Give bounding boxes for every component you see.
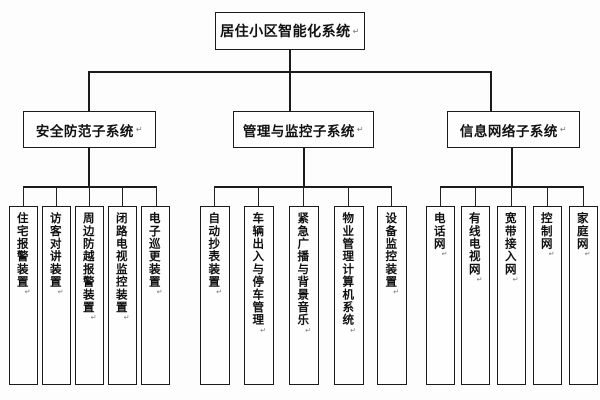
leaf-node-cctv[interactable]: 闭路电视监控装置↵	[108, 206, 137, 385]
leaf-node-home-network[interactable]: 家庭网↵	[569, 206, 598, 385]
connector-branch2-drop-5	[391, 186, 393, 206]
leaf-node-auto-meter-reading-label: 自动抄表装置	[207, 212, 222, 289]
return-mark-icon: ↵	[559, 125, 568, 134]
return-mark-icon: ↵	[352, 26, 360, 36]
branch-node-management-label: 管理与监控子系统	[242, 123, 355, 140]
return-mark-icon: ↵	[475, 275, 484, 285]
leaf-node-auto-meter-reading[interactable]: 自动抄表装置↵	[200, 206, 230, 385]
return-mark-icon: ↵	[583, 250, 592, 260]
return-mark-icon: ↵	[23, 288, 32, 298]
leaf-node-electronic-patrol-label: 电子巡更装置	[147, 212, 162, 289]
connector-branch1-drop-5	[156, 186, 158, 206]
leaf-node-control-network[interactable]: 控制网↵	[533, 206, 562, 385]
branch-node-security-label: 安全防范子系统	[35, 123, 134, 140]
branch-node-security[interactable]: 安全防范子系统↵	[23, 111, 156, 148]
leaf-node-telephone-network-label: 电话网	[432, 212, 447, 251]
leaf-node-control-network-label: 控制网	[539, 212, 554, 251]
leaf-node-vehicle-parking-label: 车辆出入与停车管理	[251, 212, 266, 327]
leaf-node-cable-tv-network-label: 有线电视网	[467, 212, 482, 276]
leaf-node-property-management-system-label: 物业管理计算机系统	[341, 212, 356, 327]
connector-branch2-drop-3	[303, 186, 305, 206]
connector-branch2-drop-1	[214, 186, 216, 206]
leaf-node-equipment-monitoring-label: 设备监控装置	[384, 212, 399, 289]
branch-node-information-network-label: 信息网络子系统	[459, 123, 558, 140]
leaf-node-property-management-system[interactable]: 物业管理计算机系统↵	[334, 206, 364, 385]
connector-branch3-stem	[511, 148, 513, 187]
connector-branch2-stem	[303, 148, 305, 187]
return-mark-icon: ↵	[259, 326, 268, 336]
return-mark-icon: ↵	[356, 125, 365, 134]
return-mark-icon: ↵	[122, 313, 131, 323]
return-mark-icon: ↵	[215, 288, 224, 298]
leaf-node-visitor-intercom[interactable]: 访客对讲装置↵	[42, 206, 71, 385]
connector-branch1-drop-4	[122, 186, 124, 206]
leaf-node-home-alarm-label: 住宅报警装置	[15, 212, 30, 289]
branch-node-information-network[interactable]: 信息网络子系统↵	[447, 111, 580, 148]
leaf-node-home-alarm[interactable]: 住宅报警装置↵	[9, 206, 38, 385]
leaf-node-visitor-intercom-label: 访客对讲装置	[48, 212, 63, 289]
return-mark-icon: ↵	[135, 125, 144, 134]
connector-root-stem	[289, 50, 291, 72]
return-mark-icon: ↵	[440, 250, 449, 260]
leaf-node-perimeter-alarm-label: 周边防越报警装置	[81, 212, 96, 314]
root-node[interactable]: 居住小区智能化系统↵	[215, 12, 365, 50]
leaf-node-emergency-broadcast-label: 紧急广播与背景音乐	[296, 212, 311, 327]
connector-branch3-drop-2	[475, 186, 477, 206]
leaf-node-home-network-label: 家庭网	[575, 212, 590, 251]
connector-branch1-drop-2	[56, 186, 58, 206]
leaf-node-cable-tv-network[interactable]: 有线电视网↵	[461, 206, 490, 385]
connector-root-to-branch-2	[289, 71, 291, 111]
connector-branch2-drop-2	[258, 186, 260, 206]
leaf-node-emergency-broadcast[interactable]: 紧急广播与背景音乐↵	[289, 206, 319, 385]
connector-root-to-branch-1	[88, 71, 90, 111]
root-node-label: 居住小区智能化系统	[220, 24, 351, 40]
leaf-node-broadband-access-network-label: 宽带接入网	[503, 212, 518, 276]
connector-branch1-drop-1	[23, 186, 25, 206]
connector-branch3-drop-4	[547, 186, 549, 206]
connector-branch2-drop-4	[348, 186, 350, 206]
return-mark-icon: ↵	[392, 288, 401, 298]
leaf-node-perimeter-alarm[interactable]: 周边防越报警装置↵	[75, 206, 104, 385]
return-mark-icon: ↵	[89, 313, 98, 323]
connector-root-to-branch-3	[490, 71, 492, 111]
return-mark-icon: ↵	[56, 288, 65, 298]
return-mark-icon: ↵	[511, 275, 520, 285]
return-mark-icon: ↵	[304, 326, 313, 336]
connector-branch3-drop-3	[511, 186, 513, 206]
connector-branch3-drop-1	[440, 186, 442, 206]
connector-branch1-drop-3	[89, 186, 91, 206]
leaf-node-vehicle-parking[interactable]: 车辆出入与停车管理↵	[244, 206, 274, 385]
return-mark-icon: ↵	[349, 326, 358, 336]
leaf-node-equipment-monitoring[interactable]: 设备监控装置↵	[377, 206, 407, 385]
leaf-node-broadband-access-network[interactable]: 宽带接入网↵	[497, 206, 526, 385]
leaf-node-telephone-network[interactable]: 电话网↵	[426, 206, 455, 385]
connector-branch3-drop-5	[583, 186, 585, 206]
leaf-node-cctv-label: 闭路电视监控装置	[114, 212, 129, 314]
leaf-node-electronic-patrol[interactable]: 电子巡更装置↵	[141, 206, 170, 385]
return-mark-icon: ↵	[547, 250, 556, 260]
return-mark-icon: ↵	[155, 288, 164, 298]
connector-branch1-stem	[88, 148, 90, 187]
branch-node-management[interactable]: 管理与监控子系统↵	[233, 111, 374, 148]
